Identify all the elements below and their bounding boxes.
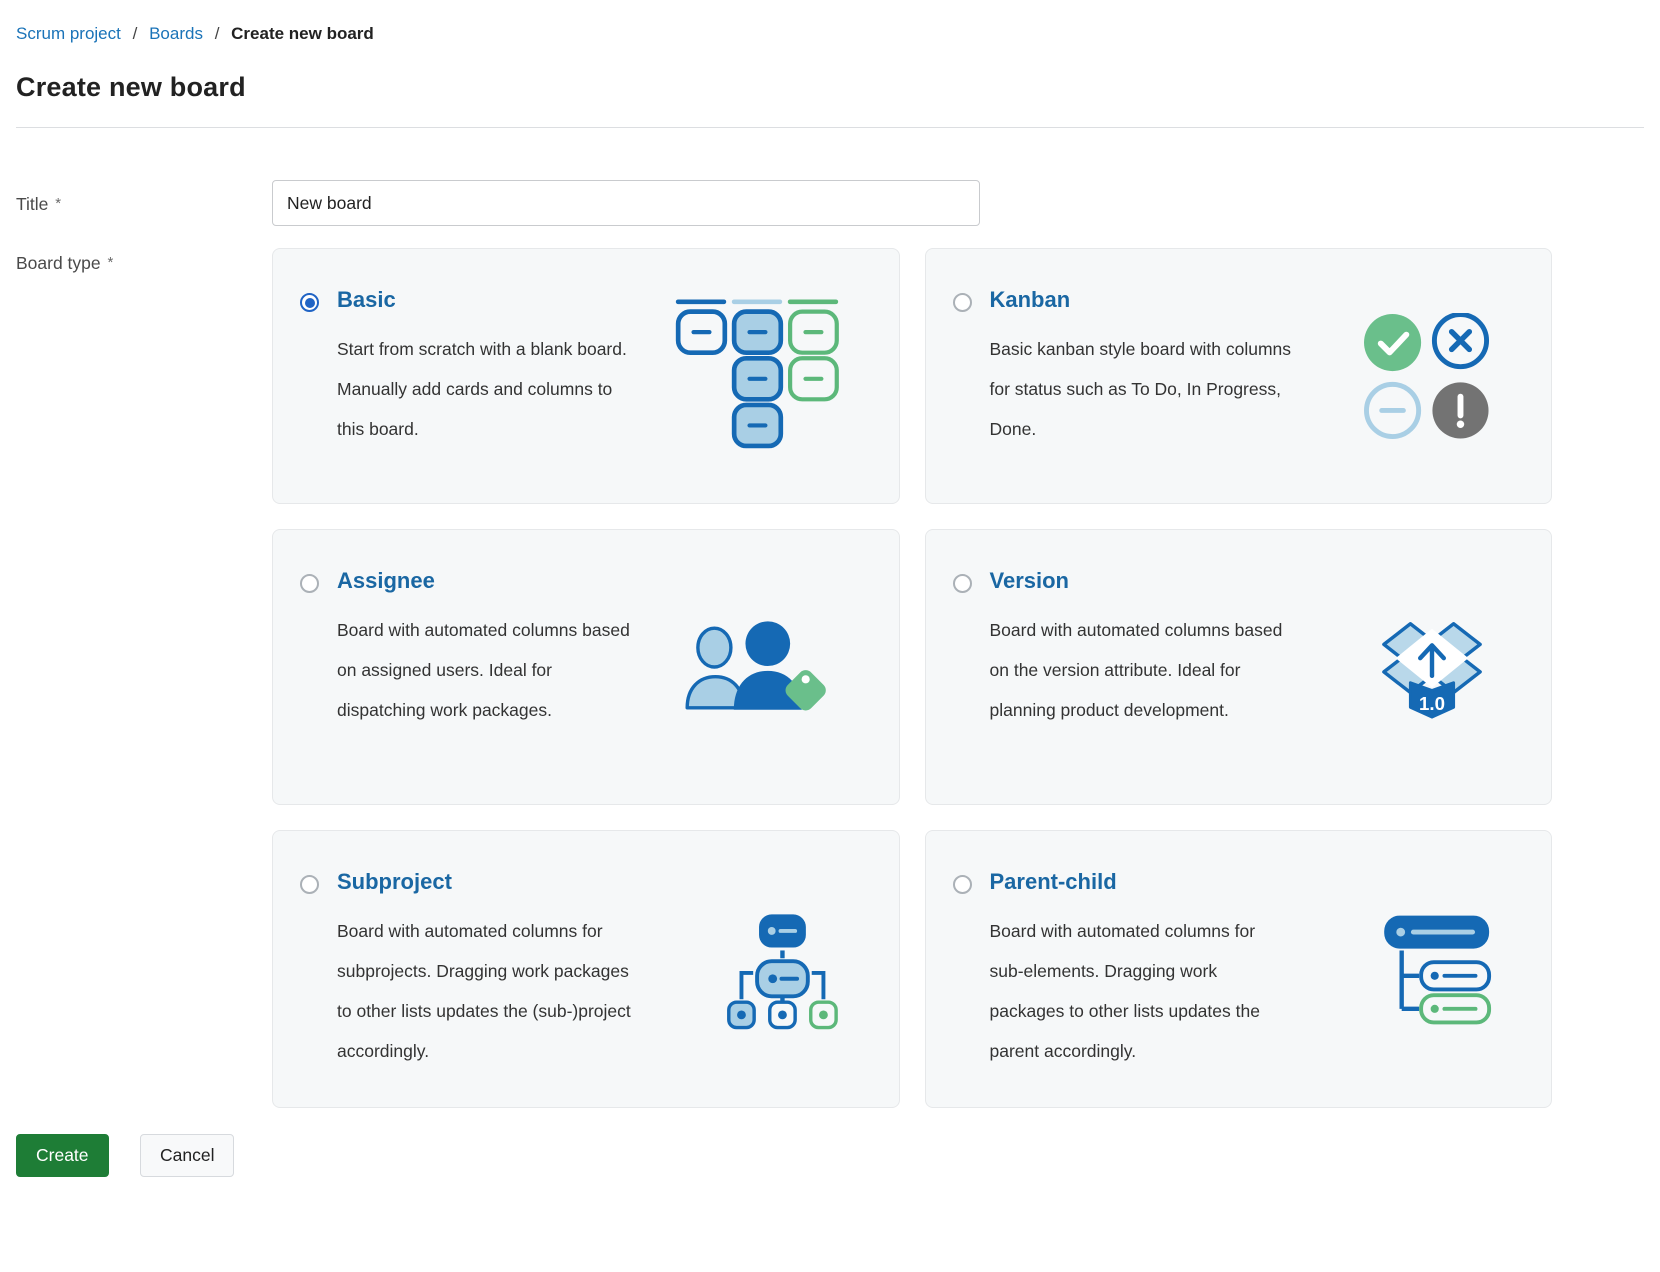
board-type-radio-subproject[interactable] (300, 875, 319, 894)
board-type-description: Board with automated columns for sub-ele… (989, 921, 1260, 1061)
breadcrumb-current: Create new board (231, 24, 374, 43)
board-type-label-text: Board type (16, 253, 101, 273)
create-board-page: Scrum project / Boards / Create new boar… (16, 22, 1644, 1217)
board-type-card-subproject[interactable]: Subproject Board with automated columns … (272, 830, 900, 1108)
board-type-radio-kanban[interactable] (952, 293, 972, 312)
assignee-users-icon (681, 617, 841, 718)
basic-board-icon (673, 299, 841, 453)
title-row: Title * (16, 180, 1644, 226)
board-type-description: Board with automated columns based on th… (989, 620, 1283, 720)
required-marker: * (55, 194, 62, 212)
board-type-radio-parent-child[interactable] (952, 875, 972, 894)
title-input[interactable] (272, 180, 980, 226)
board-type-radio-basic[interactable] (300, 293, 319, 312)
breadcrumb-separator: / (132, 24, 138, 43)
board-type-description: Basic kanban style board with columns fo… (989, 339, 1292, 439)
breadcrumb-separator: / (214, 24, 220, 43)
title-label: Title * (16, 192, 272, 215)
board-type-label: Board type * (16, 248, 272, 274)
kanban-status-icon (1363, 312, 1493, 439)
board-type-title: Basic (337, 287, 396, 312)
board-type-title: Assignee (337, 568, 435, 593)
board-type-description: Board with automated columns for subproj… (337, 921, 631, 1061)
page-title: Create new board (16, 72, 246, 102)
board-type-title: Kanban (989, 287, 1071, 312)
board-type-radio-assignee[interactable] (300, 574, 319, 593)
breadcrumb-link-project[interactable]: Scrum project (16, 24, 121, 43)
breadcrumb-link-boards[interactable]: Boards (149, 24, 203, 43)
board-type-radio-version[interactable] (952, 574, 972, 593)
cancel-button[interactable]: Cancel (139, 1134, 235, 1177)
version-box-icon: 1.0 (1371, 612, 1493, 722)
board-type-description: Board with automated columns based on as… (337, 620, 630, 720)
breadcrumb: Scrum project / Boards / Create new boar… (16, 22, 1644, 46)
version-badge: 1.0 (1419, 693, 1445, 714)
title-label-text: Title (16, 193, 49, 214)
subproject-hierarchy-icon (720, 909, 841, 1030)
divider (16, 127, 1644, 128)
board-type-title: Parent-child (989, 869, 1117, 894)
form-actions: Create Cancel (16, 1134, 1644, 1217)
board-type-row: Board type * Basic Start from scratch wi… (16, 248, 1644, 1108)
board-type-title: Version (989, 568, 1069, 593)
board-type-card-parent-child[interactable]: Parent-child Board with automated column… (924, 830, 1552, 1108)
parent-child-hierarchy-icon (1357, 912, 1493, 1027)
create-button[interactable]: Create (16, 1134, 109, 1177)
board-type-description: Start from scratch with a blank board. M… (337, 339, 627, 439)
create-board-form: Title * Board type * Basic Start from sc… (16, 180, 1644, 1108)
board-type-card-basic[interactable]: Basic Start from scratch with a blank bo… (272, 248, 900, 504)
board-type-card-assignee[interactable]: Assignee Board with automated columns ba… (272, 529, 900, 805)
required-marker: * (107, 254, 114, 271)
board-type-card-kanban[interactable]: Kanban Basic kanban style board with col… (924, 248, 1552, 504)
board-type-title: Subproject (337, 869, 452, 894)
board-type-card-version[interactable]: Version Board with automated columns bas… (924, 529, 1552, 805)
board-type-options: Basic Start from scratch with a blank bo… (272, 248, 1552, 1108)
